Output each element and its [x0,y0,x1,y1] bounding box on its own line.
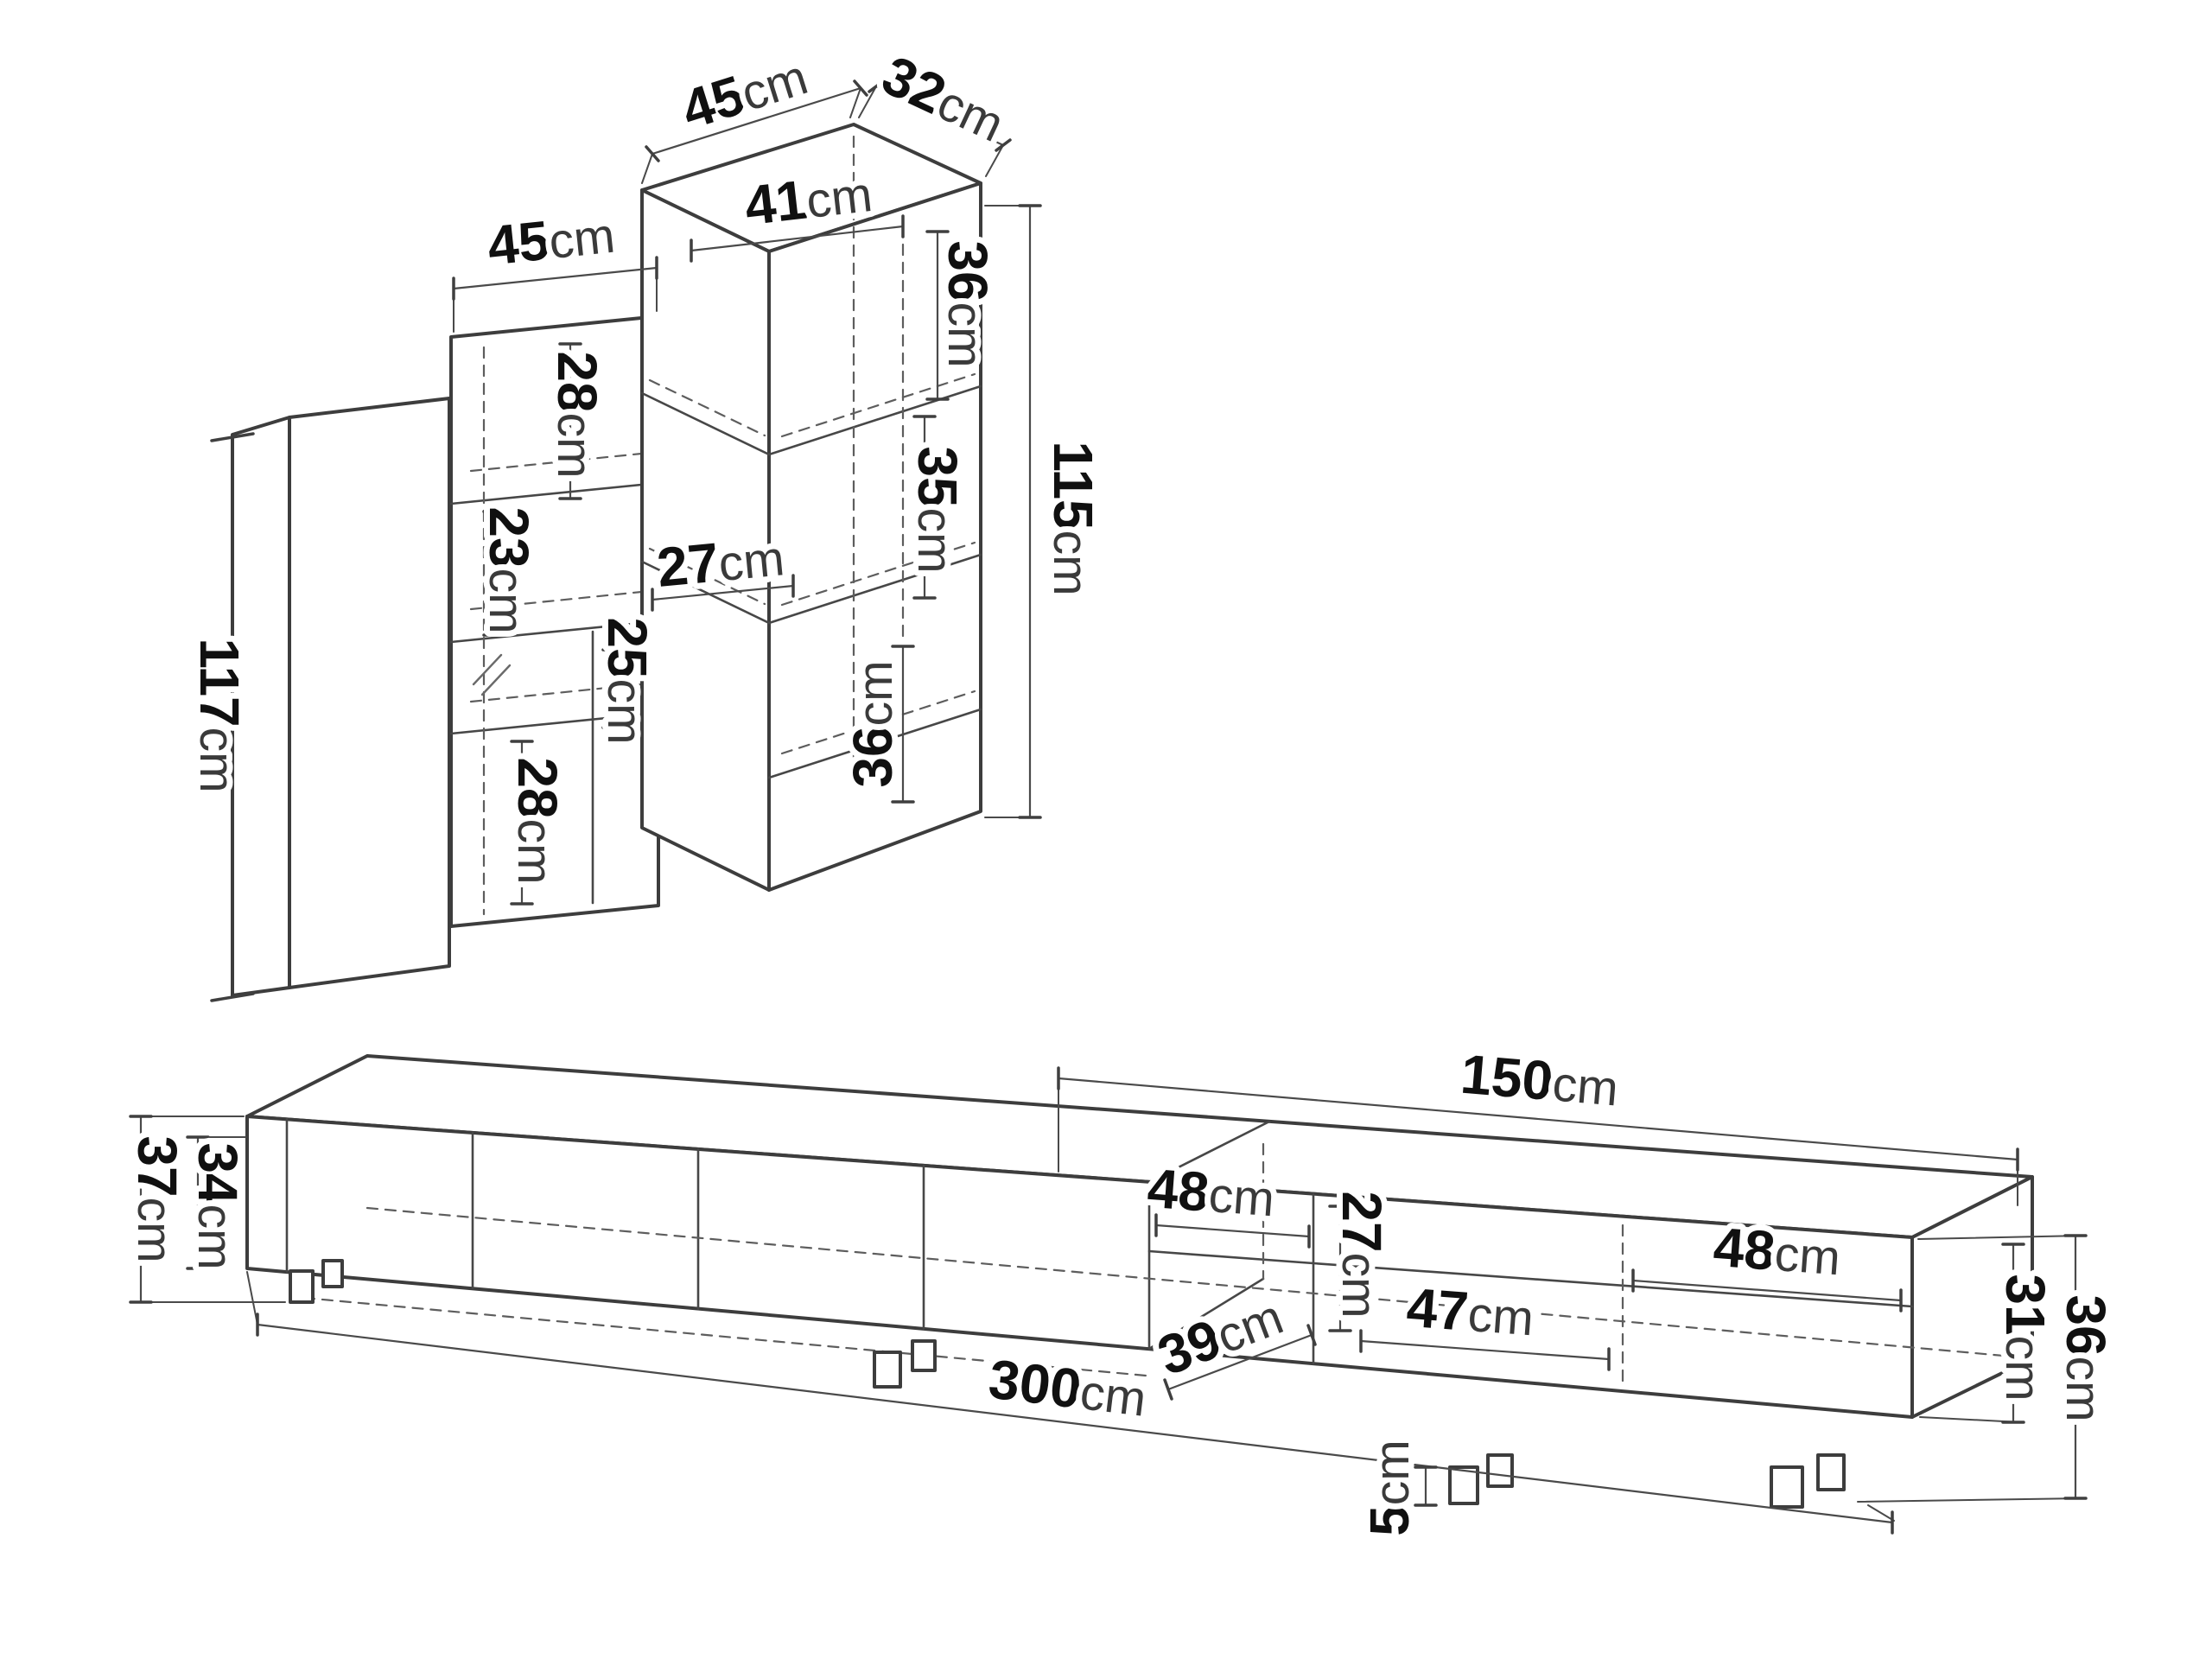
dim-tv-right-total-height: 36cm [1857,1234,2123,1503]
dim-tv-right-section-width: 150cm [1057,1037,2019,1206]
dim-tv-right-compartment-width-label: 48cm [1712,1216,1843,1287]
tv-stand-carcass [245,1054,2034,1419]
dim-tv-middle-compartment-width: 47cm [1359,1270,1611,1371]
dim-tv-left-carcass-height: 34cm [181,1135,255,1276]
dim-wall-middle-shelf-width-label: 27cm [654,524,786,599]
dim-wall-left-shelf-width: 45cm [452,202,658,333]
dim-wall-inner-width: 41cm [690,161,905,263]
dim-wall-middle-shelf-height-label: 25cm [596,617,658,744]
dim-wall-inner-width-label: 41cm [741,161,874,237]
dim-wall-lower-shelf-height-label: 28cm [506,757,569,884]
dim-tv-open-compartment-height: 27cm [1325,1185,1399,1332]
dim-tv-open-compartment-width-label: 48cm [1146,1157,1277,1229]
wall-unit-side-panel [231,397,451,997]
dim-wall-side-panel-height-label: 117cm [188,638,251,792]
dim-tv-left-total-height: 37cm [120,1115,286,1304]
dim-wall-glass-shelf-height-label: 23cm [478,506,540,633]
dim-wall-middle-shelf-height: 25cm [590,611,664,750]
dim-tv-open-compartment-height-label: 27cm [1331,1191,1393,1318]
dim-tv-right-carcass-height: 31cm [1919,1243,2063,1424]
dim-wall-middle-shelf-width: 27cm [648,524,795,612]
dim-tv-right-section-width-label: 150cm [1459,1043,1621,1118]
dim-tv-right-total-height-label: 36cm [2055,1294,2117,1421]
dim-tv-foot-height: 5cm [1352,1433,1438,1542]
dim-wall-glass-shelf-height: 23cm [472,500,546,639]
dim-wall-right-middle-height: 35cm [900,415,975,600]
dim-tv-right-compartment-width: 48cm [1631,1210,1903,1313]
dim-wall-total-height: 115cm [984,204,1110,819]
dim-tv-left-total-height-label: 37cm [126,1135,188,1262]
dim-wall-lower-shelf-height: 28cm [500,740,575,906]
dim-tv-middle-compartment-width-label: 47cm [1405,1276,1536,1348]
dim-wall-total-height-label: 115cm [1042,441,1104,595]
tv-stand-drawing: 37cm 34cm 150cm 48cm 27cm 48cm [120,1037,2123,1542]
dim-tv-left-carcass-height-label: 34cm [187,1142,249,1269]
dim-wall-upper-shelf-height-label: 28cm [546,351,608,478]
dim-wall-right-upper-height: 36cm [925,230,1005,401]
dim-wall-right-lower-height: 36cm [836,645,915,804]
dim-wall-right-lower-height-label: 36cm [842,660,904,787]
dim-wall-right-middle-height-label: 35cm [906,446,969,573]
dim-wall-upper-shelf-height: 28cm [540,342,614,500]
dim-wall-left-shelf-width-label: 45cm [485,202,618,277]
dim-tv-foot-height-label: 5cm [1358,1440,1421,1536]
dim-wall-top-depth-label: 32cm [873,43,1014,153]
dim-tv-total-width: 300cm [246,1271,1895,1535]
dim-wall-top-width-label: 45cm [674,44,814,142]
wall-unit-drawing: 117cm 45cm 45cm 32cm 41cm [182,37,1110,1002]
dim-wall-right-upper-height-label: 36cm [937,240,999,367]
glass-pane-marks [472,653,512,696]
wall-unit-shelf-assembly [449,315,660,928]
dim-tv-open-compartment-width: 48cm [1140,1151,1311,1249]
dim-wall-side-panel-height: 117cm [182,432,257,1002]
wall-unit-cabinet [640,123,982,892]
tv-stand-feet [289,1259,1846,1509]
dim-tv-right-carcass-height-label: 31cm [1994,1274,2056,1401]
